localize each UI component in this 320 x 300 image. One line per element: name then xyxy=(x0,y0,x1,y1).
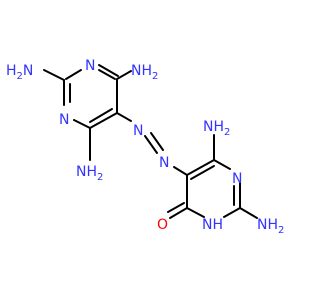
bond xyxy=(186,159,215,176)
bond xyxy=(150,132,164,151)
bond xyxy=(239,207,258,219)
atom-label-nitrogen: N xyxy=(59,112,69,128)
azo-bonds xyxy=(144,132,164,154)
bond xyxy=(169,207,188,219)
bond xyxy=(73,119,91,129)
atom-label-amine: NH2 xyxy=(257,217,284,236)
bond xyxy=(65,69,82,80)
atom-label-amine: NH2 xyxy=(76,164,103,183)
atom-label-nitrogen: N xyxy=(133,123,143,139)
molecule-structure-diagram: H2N N NH2 N N NH2 N NH2 N O NH NH2 xyxy=(6,58,284,236)
atom-label-amine: NH2 xyxy=(203,119,230,138)
bond xyxy=(43,69,65,81)
bond xyxy=(190,165,215,180)
bond xyxy=(89,108,113,123)
bond xyxy=(116,70,132,80)
bond xyxy=(98,69,116,80)
bond xyxy=(186,207,205,218)
bond xyxy=(144,135,158,154)
lower-ring-bonds xyxy=(167,134,258,219)
atom-label-oxygen: O xyxy=(157,217,168,233)
bond xyxy=(167,202,185,213)
atom-labels: H2N N NH2 N N NH2 N NH2 N O NH NH2 xyxy=(6,58,284,236)
atom-label-nitrogen: N xyxy=(232,171,242,187)
bond xyxy=(223,207,241,218)
atom-label-nitrogen: N xyxy=(85,58,95,74)
atom-label-imine-nh: NH xyxy=(202,217,223,233)
bond xyxy=(213,159,231,170)
atom-label-amine: H2N xyxy=(6,63,33,82)
bond xyxy=(89,112,118,129)
bond xyxy=(98,64,119,77)
atom-label-nitrogen: N xyxy=(159,155,169,171)
bond xyxy=(173,166,188,176)
bond xyxy=(116,112,132,122)
atom-label-amine: NH2 xyxy=(131,63,158,82)
upper-ring-bonds xyxy=(43,64,132,161)
